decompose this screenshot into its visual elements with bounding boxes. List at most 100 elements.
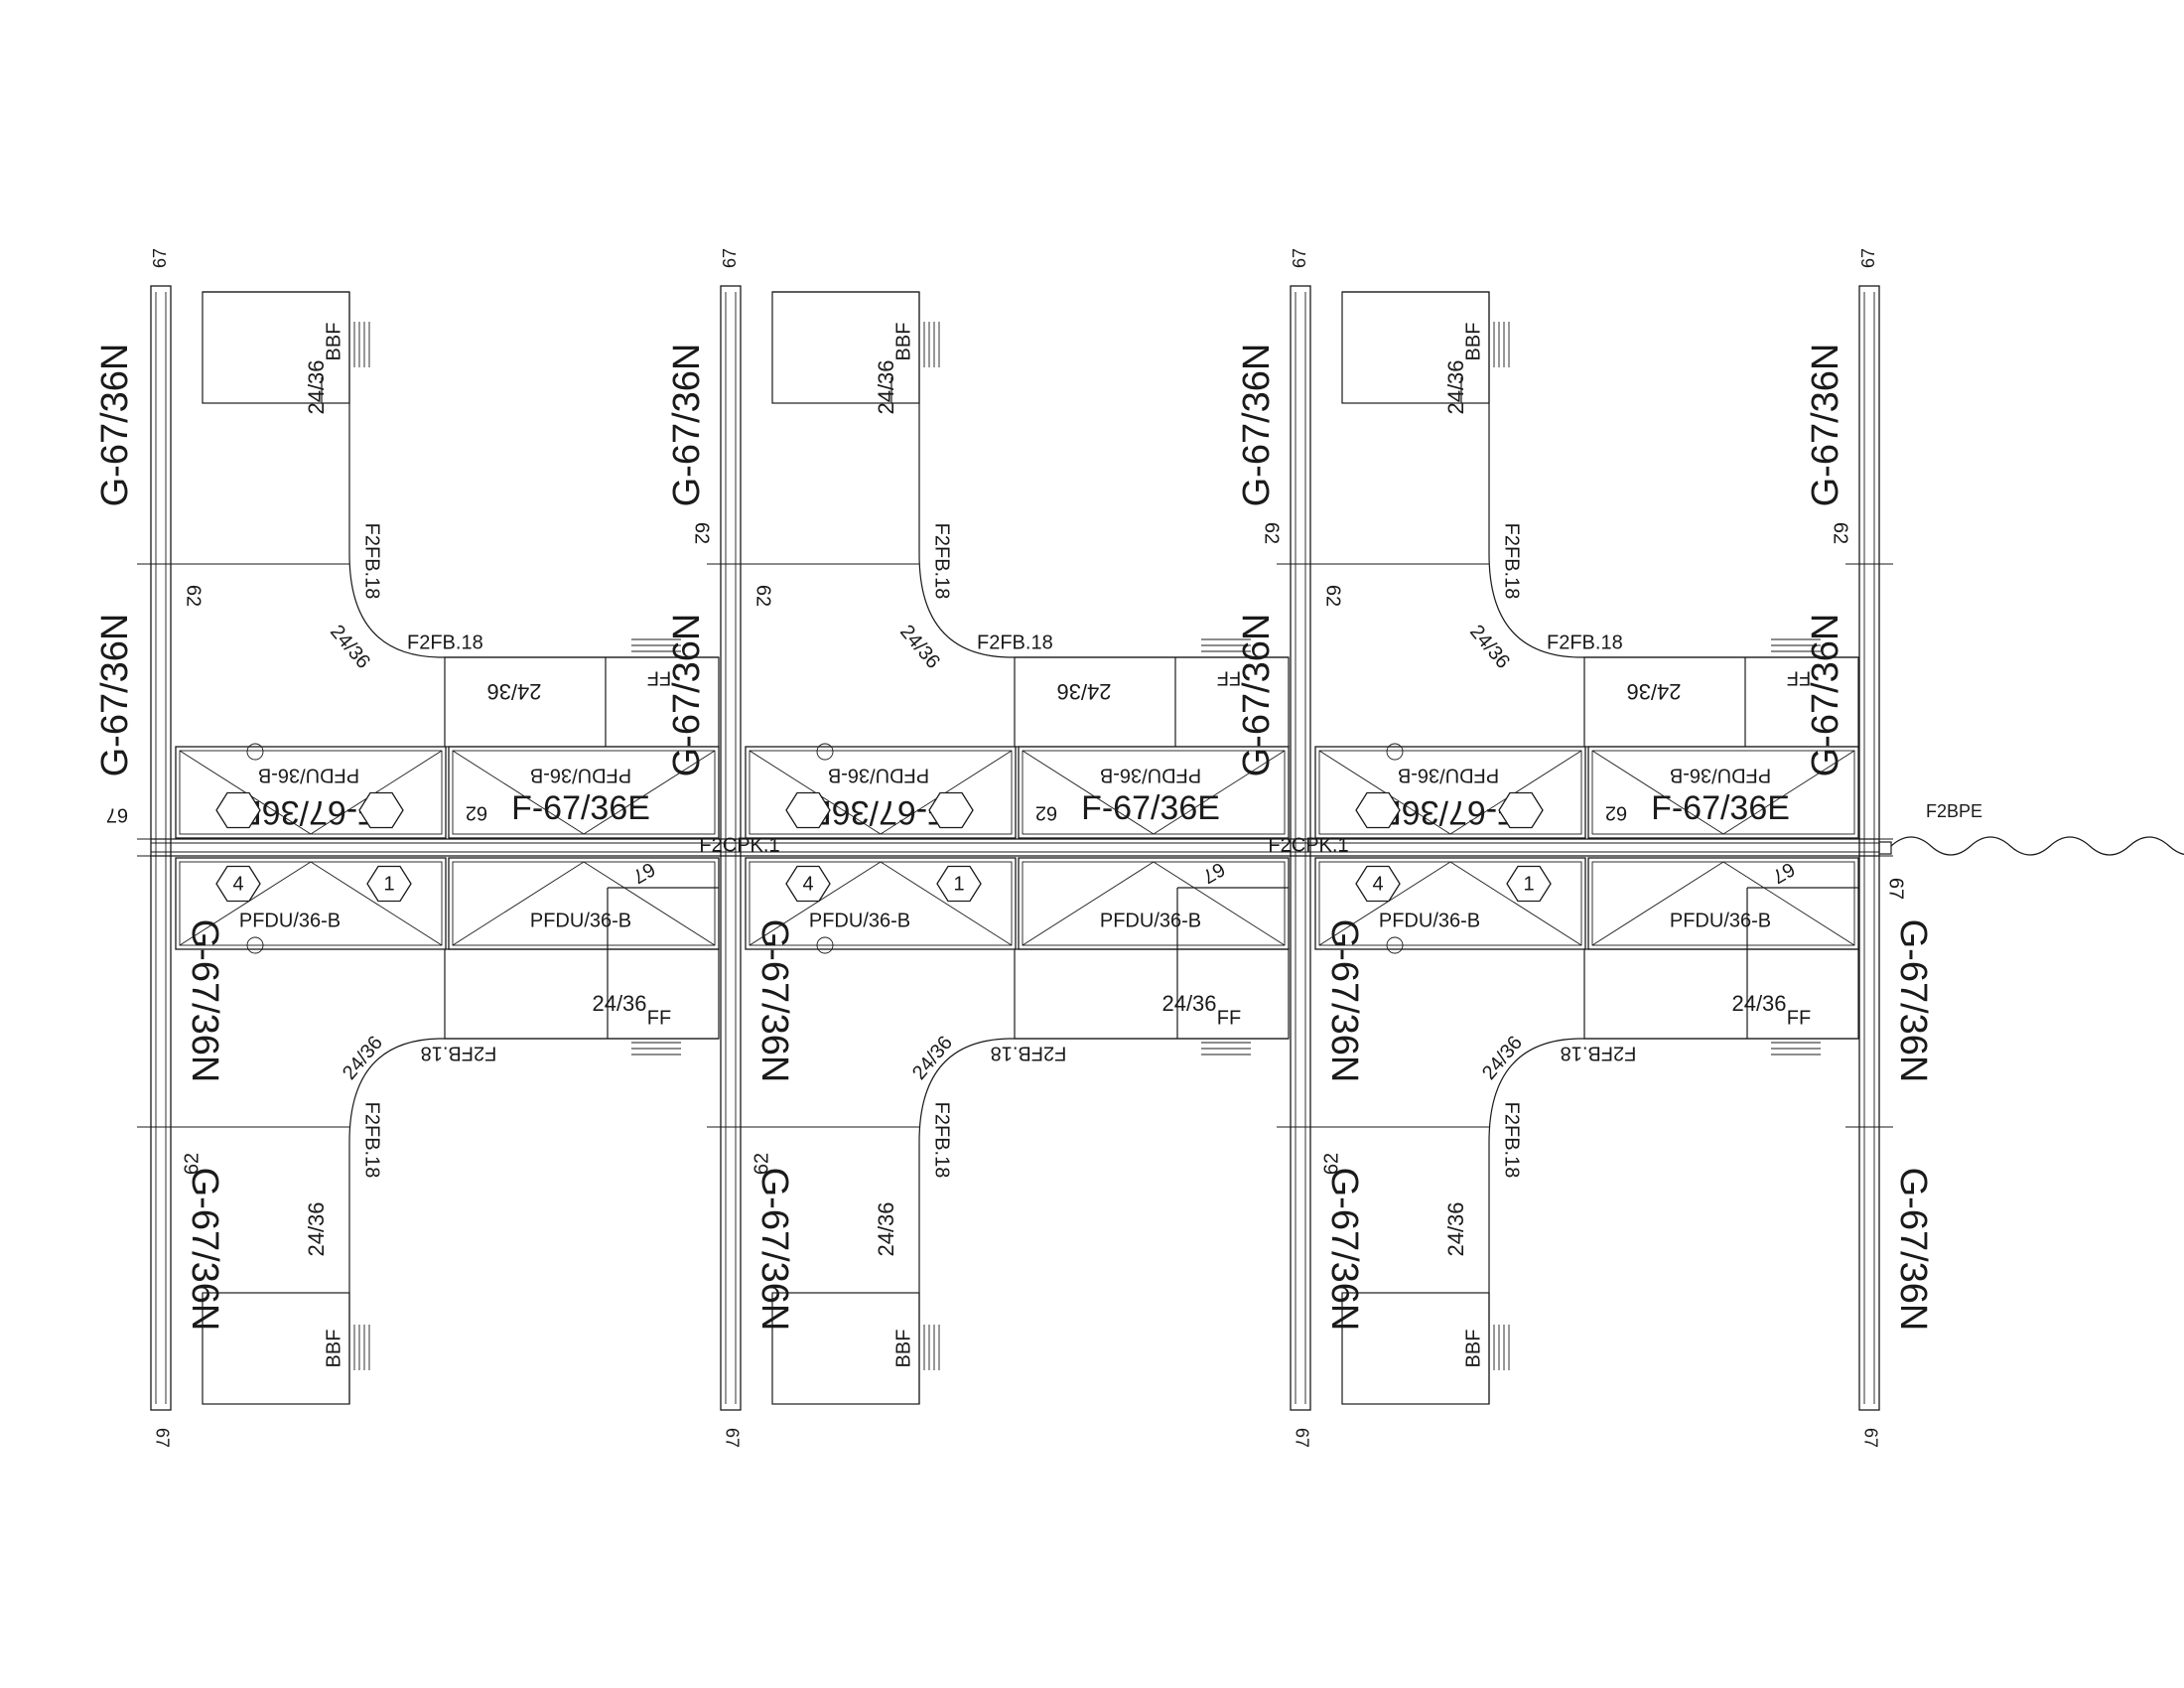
panel-height-small-mid-1: 62: [466, 802, 487, 824]
panel-height-top-2: 67: [720, 248, 740, 268]
panel-height-spine-right: 67: [1885, 878, 1907, 900]
connector-lower-1: [246, 936, 264, 954]
overhead-lower-2-2: [1018, 857, 1290, 950]
file-ff-upper-symbol-3: [1771, 638, 1821, 652]
overhead-upper-2-2: [1018, 746, 1290, 839]
overhead-label-lower-a-2: PFDU/36-B: [809, 910, 910, 931]
file-ff-upper-2: FF: [1217, 667, 1241, 689]
connector-lower-3: [1386, 936, 1404, 954]
panel-height-top-4: 67: [1858, 248, 1878, 268]
file-ff-lower-1: FF: [647, 1007, 671, 1029]
svg-text:1: 1: [953, 873, 964, 895]
corner-label-v-upper-3: F2FB.18: [1501, 523, 1523, 600]
worksurface-lower-2: 24/36: [874, 1201, 898, 1256]
pedestal-lower-1: [202, 1292, 350, 1405]
overhead-upper-3-2: [1587, 746, 1859, 839]
pedestal-lower-3: [1341, 1292, 1490, 1405]
corner-label-h-lower-1: F2FB.18: [421, 1043, 497, 1064]
corner-label-v-lower-3: F2FB.18: [1501, 1102, 1523, 1179]
panel-height-small-mid-2: 62: [1035, 802, 1057, 824]
corner-label-v-upper-1: F2FB.18: [361, 523, 383, 600]
file-ff-upper-3: FF: [1787, 667, 1811, 689]
panel-tall-upper-3: G-67/36N: [1236, 344, 1278, 507]
file-ff-lower-symbol-1: [631, 1042, 681, 1055]
power-hex-upper-b-3: [1498, 791, 1544, 829]
file-bbf-lower-2: BBF: [892, 1330, 914, 1368]
panel-height-small-upper-1: 62: [183, 585, 205, 607]
file-ff-lower-symbol-2: [1201, 1042, 1251, 1055]
file-bbf-upper-2: BBF: [892, 323, 914, 361]
corner-curve-lower-3: [1488, 1038, 1579, 1143]
panel-tall-lower-1: G-67/36N: [184, 919, 225, 1083]
spine-panel-4: [1845, 285, 1893, 1411]
power-hex-lower-b-2: 1: [936, 865, 982, 903]
overhead-label-upper-b-3: PFDU/36-B: [1670, 765, 1771, 786]
file-bbf-lower-symbol-2: [923, 1325, 940, 1370]
overhead-lower-3-2: [1587, 857, 1859, 950]
file-ff-upper-1: FF: [647, 667, 671, 689]
panel-tall-upper-2: G-67/36N: [666, 344, 708, 507]
corner-curve-lower-1: [348, 1038, 440, 1143]
worksurface-desk-lower-2: 24/36: [1161, 991, 1216, 1016]
feature-panel-upper-a-1: F-67/36E: [239, 793, 378, 831]
corner-label-h-lower-2: F2FB.18: [991, 1043, 1067, 1064]
connector-upper-3: [1386, 743, 1404, 761]
corner-label-h-lower-3: F2FB.18: [1561, 1043, 1637, 1064]
panel-height-bottom-3: 67: [1292, 1428, 1311, 1448]
overhead-label-lower-b-1: PFDU/36-B: [530, 910, 631, 931]
svg-text:4: 4: [802, 873, 813, 895]
overhead-label-lower-a-1: PFDU/36-B: [239, 910, 341, 931]
overhead-label-upper-a-1: PFDU/36-B: [258, 765, 359, 786]
corner-label-v-lower-1: F2FB.18: [361, 1102, 383, 1179]
overhead-label-upper-b-2: PFDU/36-B: [1100, 765, 1201, 786]
panel-height-spine-upper-3: 62: [1261, 522, 1283, 544]
corner-label-v-lower-2: F2FB.18: [931, 1102, 953, 1179]
worksurface-upper-3: 24/36: [1443, 359, 1468, 414]
overhead-label-lower-a-3: PFDU/36-B: [1379, 910, 1480, 931]
panel-height-small-upper-3: 62: [1322, 585, 1344, 607]
feature-panel-upper-a-2: F-67/36E: [809, 793, 948, 831]
file-bbf-lower-3: BBF: [1462, 1330, 1484, 1368]
file-bbf-upper-1: BBF: [323, 323, 344, 361]
panel-height-small-upper-2: 62: [752, 585, 774, 607]
worksurface-upper-2: 24/36: [874, 359, 898, 414]
power-hex-lower-a-2: 4: [785, 865, 831, 903]
panel-height-top-1: 67: [150, 248, 170, 268]
worksurface-desk-upper-2: 24/36: [1056, 679, 1111, 704]
worksurface-lower-1: 24/36: [304, 1201, 329, 1256]
file-bbf-lower-symbol-1: [353, 1325, 370, 1370]
desk-lower-right-3: [1583, 948, 1859, 1040]
desk-lower-right-2: [1014, 948, 1290, 1040]
panel-tall-mid-4: G-67/36N: [1805, 614, 1846, 777]
panel-tall-mid-left: G-67/36N: [94, 614, 136, 777]
power-whip-wave: [1890, 836, 2184, 856]
svg-text:1: 1: [1523, 873, 1534, 895]
power-hex-upper-a-3: [1355, 791, 1401, 829]
corner-curve-upper-1: [348, 553, 440, 658]
corner-label-v-upper-2: F2FB.18: [931, 523, 953, 600]
panel-height-top-3: 67: [1290, 248, 1309, 268]
panel-tall-bottom-3: G-67/36N: [1323, 1168, 1365, 1332]
overhead-upper-2-1: [745, 746, 1017, 839]
panel-tall-lower-2: G-67/36N: [753, 919, 795, 1083]
panel-tall-upper-left: G-67/36N: [94, 344, 136, 507]
power-hex-upper-b-2: [928, 791, 974, 829]
panel-tall-mid-3: G-67/36N: [1236, 614, 1278, 777]
panel-height-spine-upper-4: 62: [1830, 522, 1851, 544]
overhead-label-lower-b-3: PFDU/36-B: [1670, 910, 1771, 931]
file-bbf-lower-1: BBF: [323, 1330, 344, 1368]
panel-tall-mid-2: G-67/36N: [666, 614, 708, 777]
power-hex-lower-b-1: 1: [366, 865, 412, 903]
svg-text:1: 1: [383, 873, 394, 895]
corner-surface-upper-2: 24/36: [895, 621, 944, 672]
file-bbf-upper-3: BBF: [1462, 323, 1484, 361]
panel-tall-upper-4: G-67/36N: [1805, 344, 1846, 507]
worksurface-desk-upper-3: 24/36: [1626, 679, 1681, 704]
panel-height-spine-upper-2: 62: [691, 522, 713, 544]
corner-label-h-upper-3: F2FB.18: [1547, 632, 1623, 653]
worksurface-desk-lower-3: 24/36: [1731, 991, 1786, 1016]
file-bbf-upper-symbol-2: [923, 322, 940, 367]
panel-height-bottom-1: 67: [152, 1428, 172, 1448]
worksurface-desk-lower-1: 24/36: [592, 991, 646, 1016]
overhead-upper-3-1: [1314, 746, 1586, 839]
